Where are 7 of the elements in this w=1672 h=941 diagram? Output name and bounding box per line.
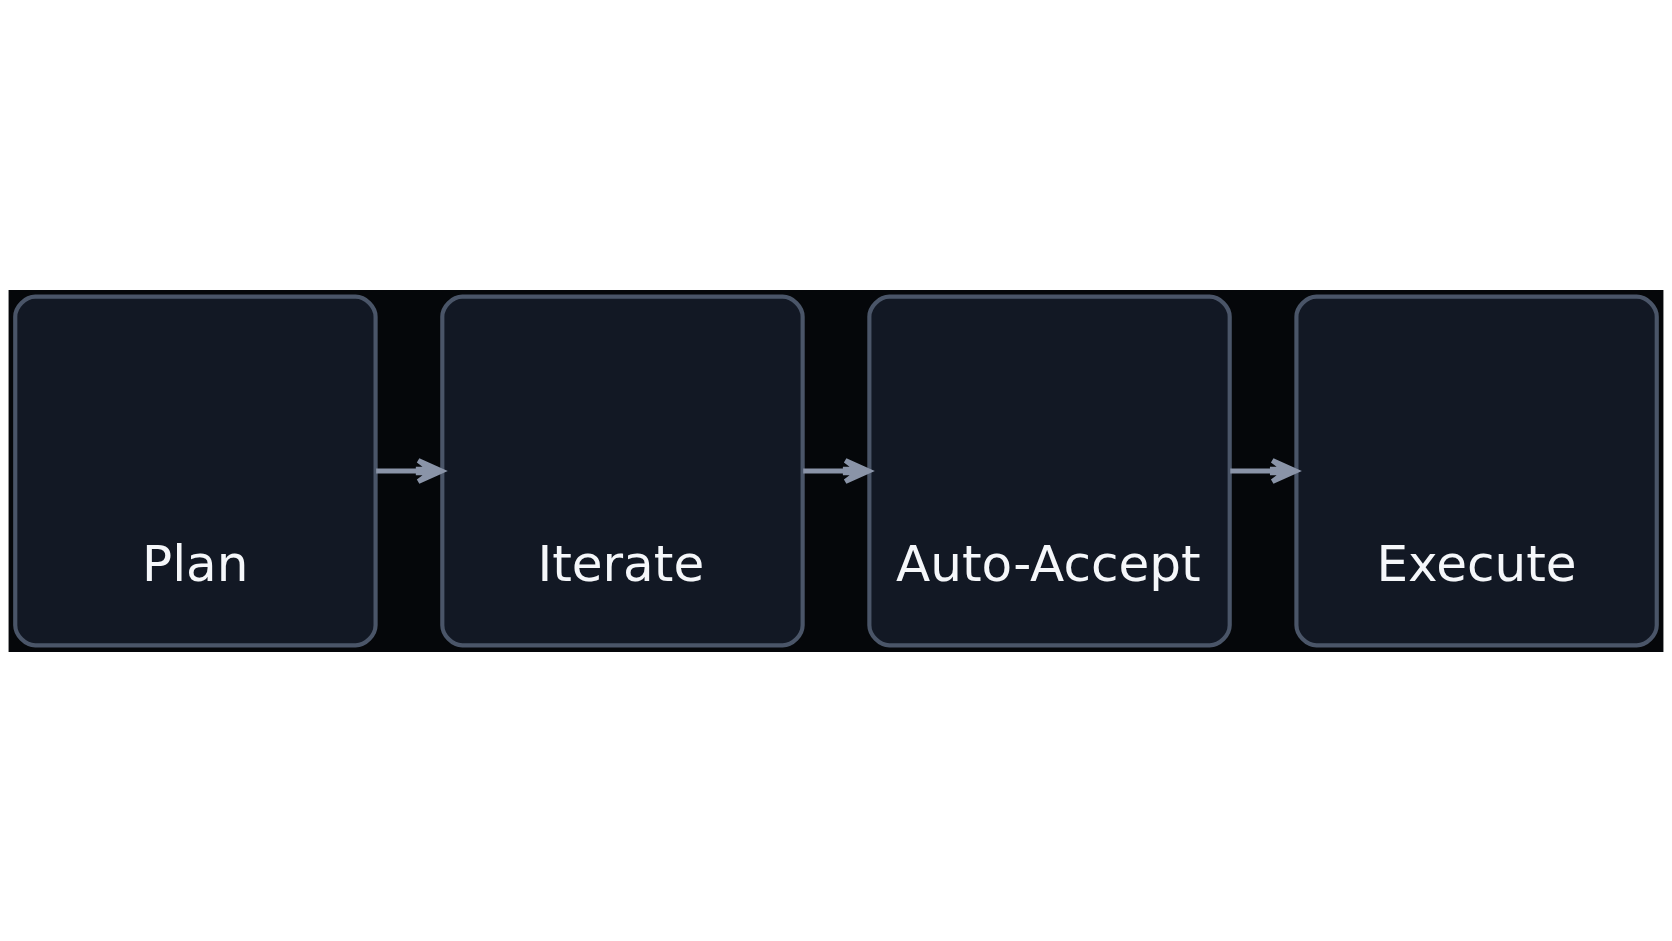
arrow bbox=[1230, 457, 1299, 484]
arrow bbox=[803, 457, 872, 484]
node-box: Plan bbox=[13, 294, 378, 647]
node-box: Execute bbox=[1294, 294, 1659, 647]
node-box: Iterate bbox=[440, 294, 805, 647]
node-box: Auto-Accept bbox=[867, 294, 1232, 647]
arrow bbox=[376, 457, 445, 484]
